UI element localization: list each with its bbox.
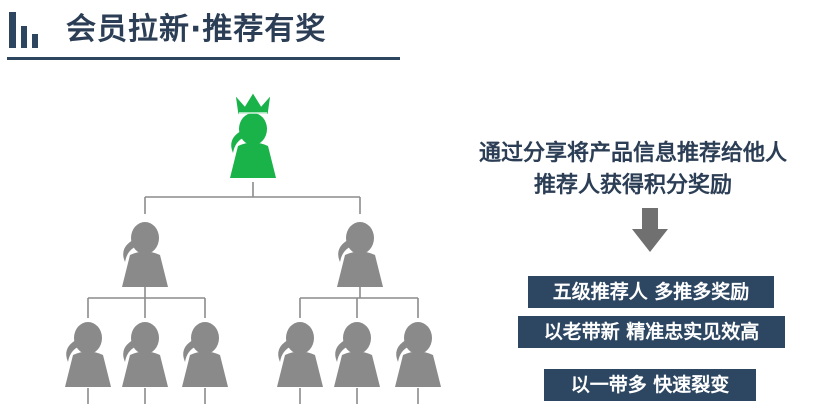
member-figure bbox=[395, 322, 441, 387]
member-figure bbox=[337, 222, 383, 287]
down-arrow-icon bbox=[632, 208, 668, 252]
title-underline bbox=[7, 57, 400, 60]
page-title: 会员拉新·推荐有奖 bbox=[66, 12, 327, 47]
benefit-tag: 以老带新 精准忠实见效高 bbox=[518, 316, 785, 348]
header: 会员拉新·推荐有奖 bbox=[0, 0, 830, 64]
member-figure bbox=[277, 322, 323, 387]
member-figure bbox=[122, 222, 168, 287]
leader-figure bbox=[230, 93, 276, 178]
member-figure bbox=[65, 322, 111, 387]
description-line-1: 通过分享将产品信息推荐给他人 bbox=[478, 141, 787, 166]
benefit-tag: 五级推荐人 多推多奖励 bbox=[528, 276, 774, 308]
bar-chart-icon bbox=[9, 12, 38, 48]
connector-lines bbox=[87, 182, 419, 404]
member-figure bbox=[334, 322, 380, 387]
description-line-2: 推荐人获得积分奖励 bbox=[533, 173, 732, 198]
benefit-tag: 以一带多 快速裂变 bbox=[544, 369, 756, 401]
crown-icon bbox=[235, 93, 271, 114]
member-figure bbox=[122, 322, 168, 387]
member-figure bbox=[182, 322, 228, 387]
description: 通过分享将产品信息推荐给他人 推荐人获得积分奖励 bbox=[438, 138, 828, 202]
